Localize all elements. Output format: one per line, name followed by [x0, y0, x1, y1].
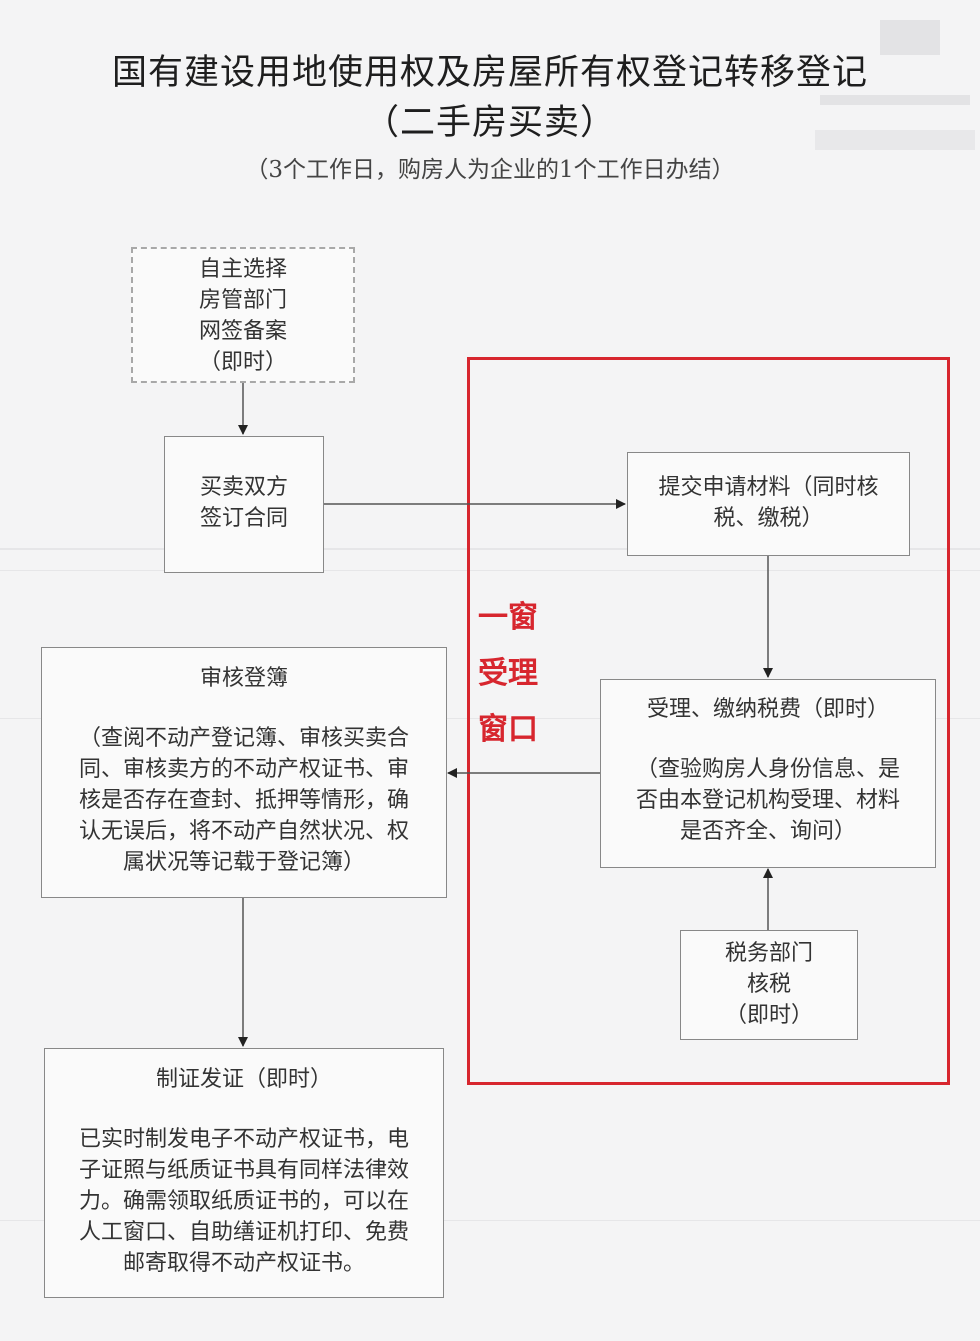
node-text: 力。确需领取纸质证书的，可以在 [78, 1189, 409, 1214]
node-text: （即时） [724, 1003, 813, 1028]
node-accept-pay: 受理、缴纳税费（即时） （查验购房人身份信息、是 否由本登记机构受理、材料 是否… [600, 679, 936, 868]
node-text: 邮寄取得不动产权证书。 [122, 1251, 365, 1276]
background-decoration [820, 95, 970, 105]
node-heading: 受理、缴纳税费（即时） [646, 697, 889, 722]
node-text: 子证照与纸质证书具有同样法律效 [78, 1158, 409, 1183]
node-issue-cert: 制证发证（即时） 已实时制发电子不动产权证书，电 子证照与纸质证书具有同样法律效… [44, 1048, 444, 1298]
node-text: （即时） [198, 350, 287, 375]
node-text: （查阅不动产登记簿、审核买卖合 [78, 726, 409, 751]
node-text: 否由本登记机构受理、材料 [635, 788, 900, 813]
node-text: 税、缴税） [713, 506, 824, 531]
window-label-line: 一窗 [478, 600, 538, 635]
node-text: 网签备案 [198, 319, 287, 344]
node-text: 提交申请材料（同时核 [658, 475, 879, 500]
node-text: 房管部门 [198, 288, 287, 313]
background-line [0, 548, 980, 550]
background-line [0, 718, 980, 719]
page-title: 国有建设用地使用权及房屋所有权登记转移登记 [111, 53, 868, 93]
node-submit-materials: 提交申请材料（同时核 税、缴税） [627, 452, 910, 556]
node-text: （查验购房人身份信息、是 [635, 757, 900, 782]
node-tax-dept: 税务部门 核税 （即时） [680, 930, 858, 1040]
background-line [0, 570, 980, 571]
page-title-sub: （二手房买卖） [363, 103, 616, 143]
node-text: 人工窗口、自助缮证机打印、免费 [78, 1220, 409, 1245]
window-label-line: 窗口 [478, 712, 538, 747]
node-text: 买卖双方 [199, 475, 288, 500]
node-text: 自主选择 [198, 257, 287, 282]
node-heading: 审核登簿 [199, 666, 288, 691]
node-heading: 制证发证（即时） [155, 1067, 332, 1092]
background-decoration [880, 20, 940, 55]
node-text: 同、审核卖方的不动产权证书、审 [78, 757, 409, 782]
background-line [0, 1220, 980, 1221]
window-label-line: 受理 [478, 656, 538, 691]
node-text: 签订合同 [199, 506, 288, 531]
node-review-register: 审核登簿 （查阅不动产登记簿、审核买卖合 同、审核卖方的不动产权证书、审 核是否… [41, 647, 447, 898]
node-text: 已实时制发电子不动产权证书，电 [78, 1127, 409, 1152]
node-text: 属状况等记载于登记簿） [122, 850, 365, 875]
node-text: 是否齐全、询问） [679, 819, 856, 844]
node-text: 核是否存在查封、抵押等情形，确 [78, 788, 409, 813]
node-online-filing: 自主选择 房管部门 网签备案 （即时） [131, 247, 355, 383]
node-text: 税务部门 [724, 941, 813, 966]
one-window-label: 一窗 受理 窗口 [478, 590, 548, 758]
one-window-frame [467, 357, 950, 1085]
node-text: 认无误后，将不动产自然状况、权 [78, 819, 409, 844]
background-decoration [815, 130, 975, 150]
node-text: 核税 [746, 972, 791, 997]
page-subtitle: （3个工作日，购房人为企业的1个工作日办结） [245, 157, 735, 183]
node-sign-contract: 买卖双方 签订合同 [164, 436, 324, 573]
